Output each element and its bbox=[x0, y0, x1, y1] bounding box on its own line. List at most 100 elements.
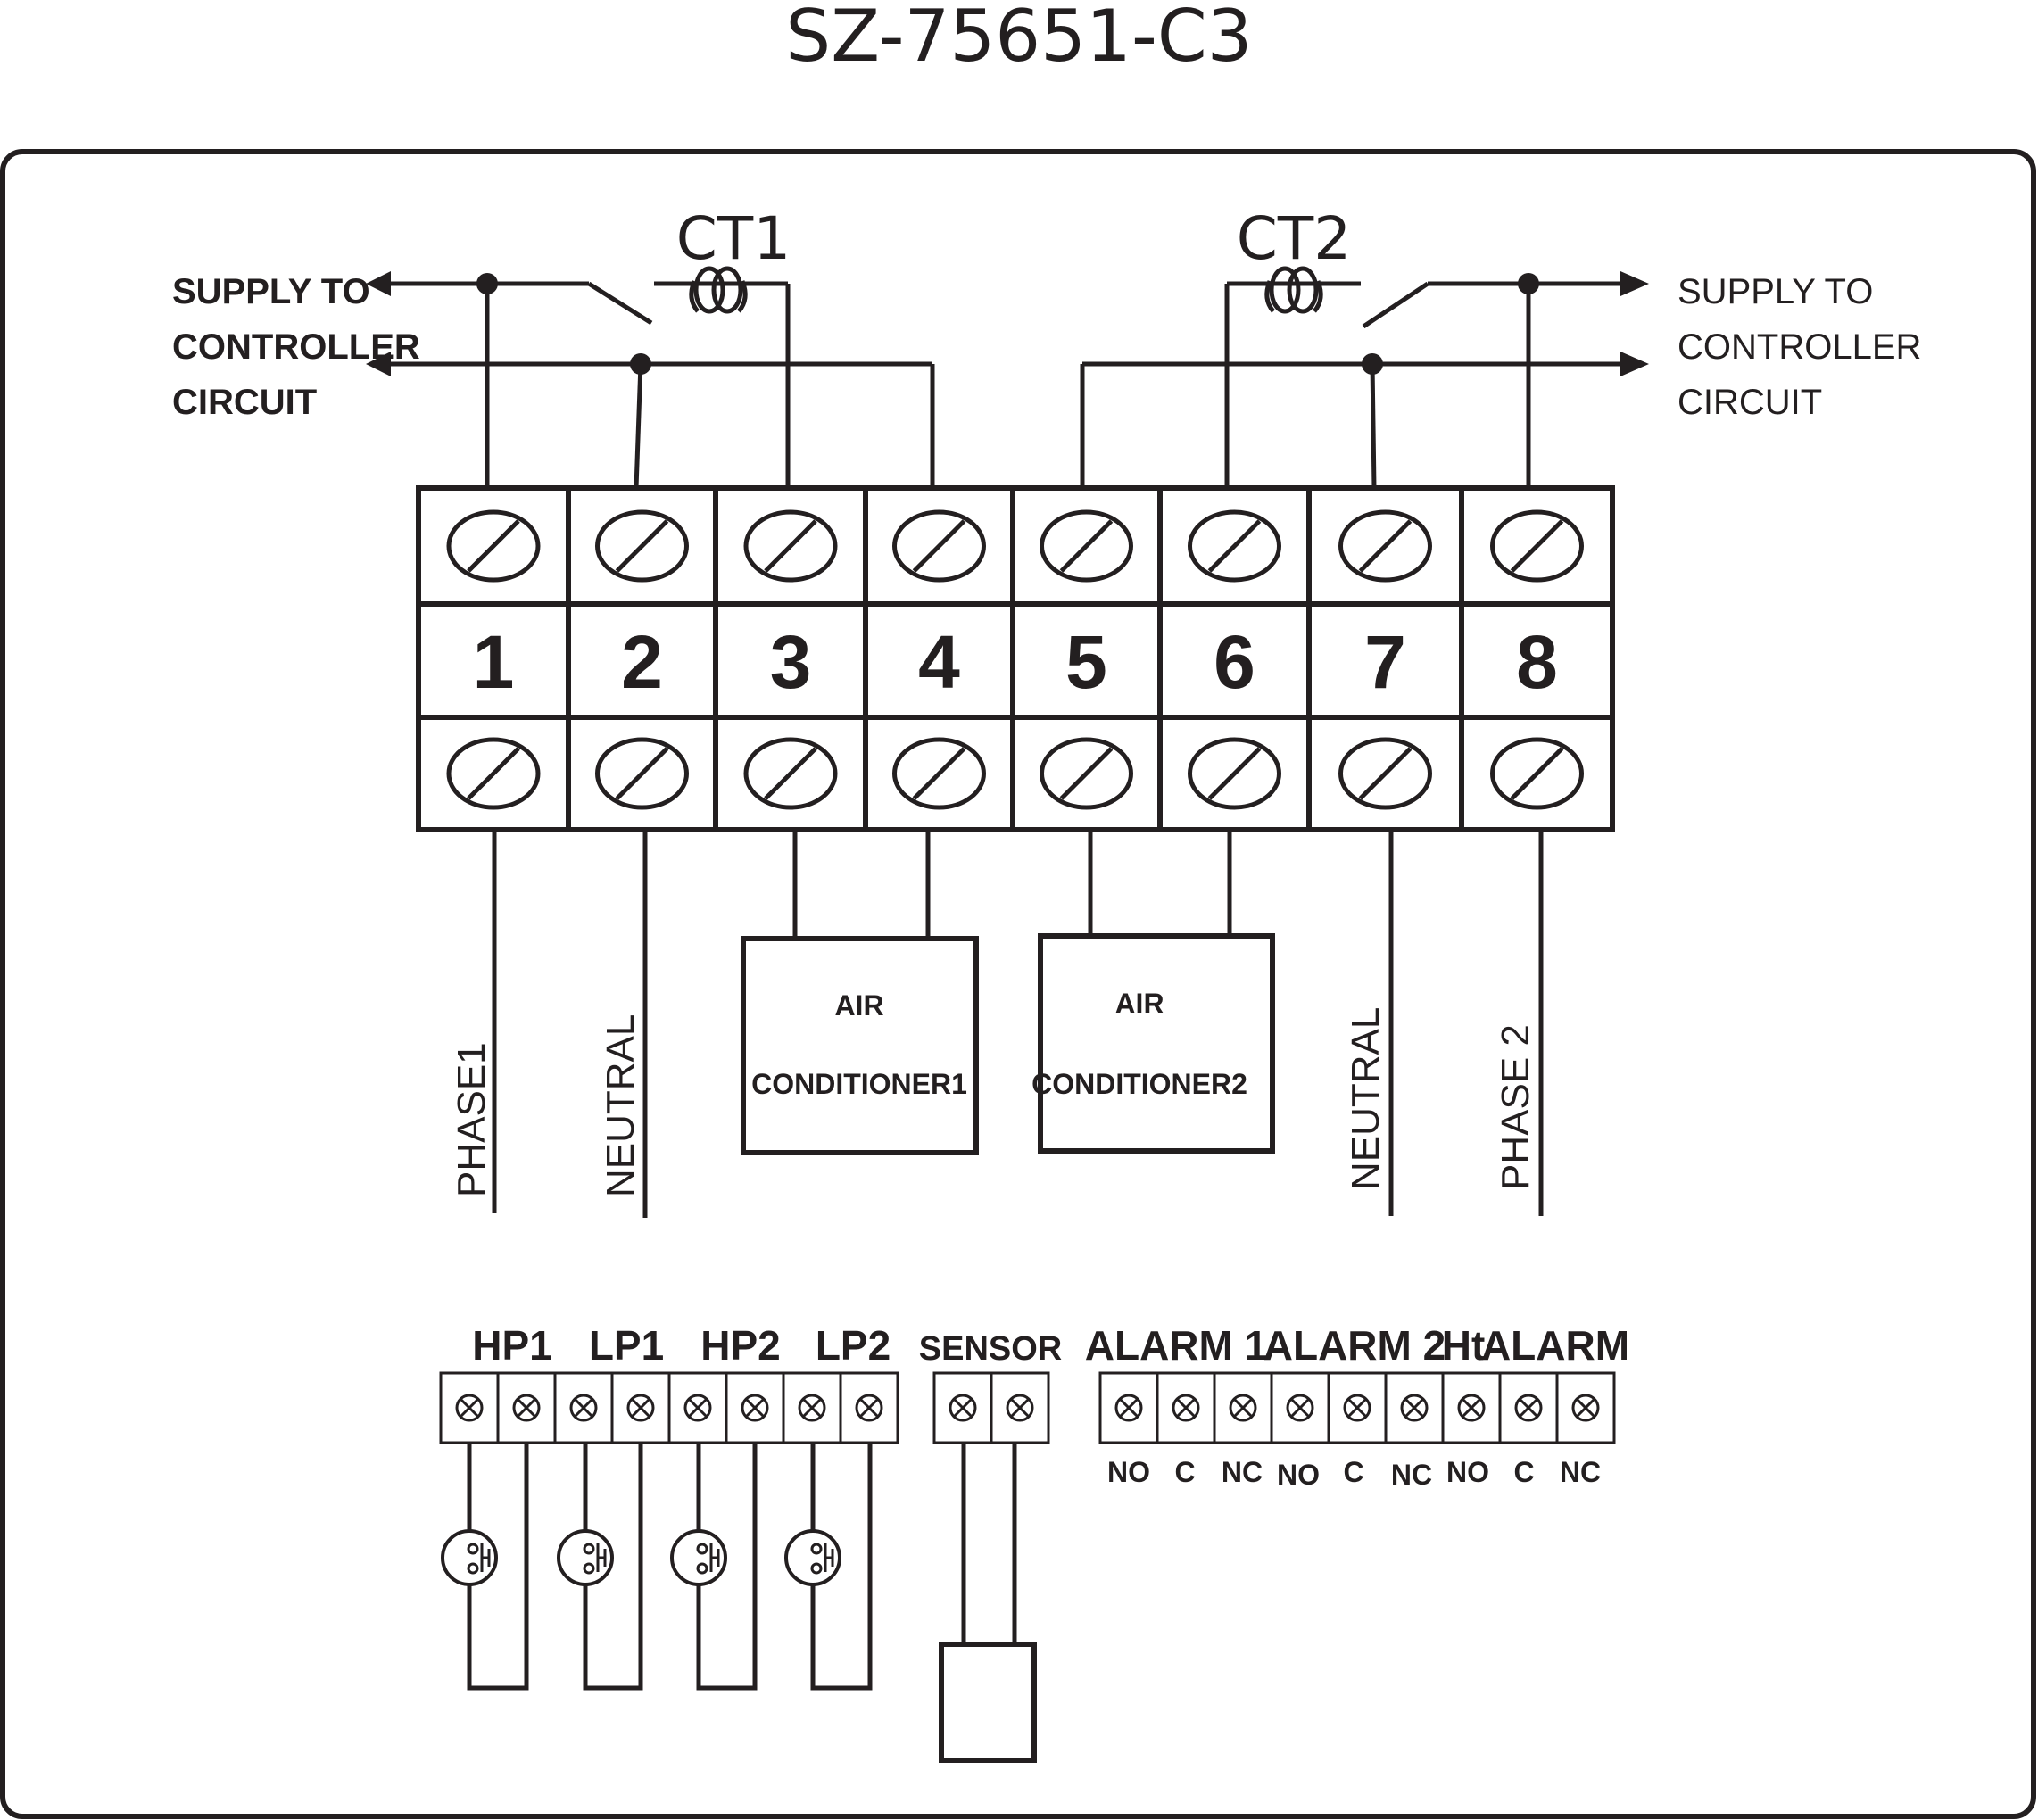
alarm-contact-label: NO bbox=[1277, 1459, 1320, 1491]
alarm-contact-label: NC bbox=[1560, 1456, 1601, 1488]
terminal-screw-icon[interactable] bbox=[1514, 1394, 1543, 1422]
air-conditioner-1: AIR CONDITIONER1 bbox=[741, 936, 979, 1155]
alarm-contact-label: NO bbox=[1446, 1456, 1489, 1488]
ct1-label: CT1 bbox=[676, 204, 791, 273]
supply-left-wiring bbox=[366, 271, 935, 489]
terminal-screw-icon[interactable] bbox=[446, 509, 541, 583]
terminal-screw-icon[interactable] bbox=[1338, 509, 1432, 583]
terminal-number: 8 bbox=[1516, 620, 1558, 704]
pressure-switch-2 bbox=[557, 1443, 643, 1691]
ac1-label-line2: CONDITIONER1 bbox=[751, 1068, 967, 1100]
low-voltage-terminal-strips bbox=[439, 1371, 1616, 1444]
terminal-screw-icon[interactable] bbox=[626, 1394, 655, 1422]
pressure-switch-icon bbox=[441, 1529, 498, 1586]
lower-wiring bbox=[492, 830, 1544, 1218]
supply-right-label: SUPPLY TO CONTROLLER CIRCUIT bbox=[1678, 272, 1921, 422]
alarm2-label: ALARM 2 bbox=[1263, 1322, 1446, 1369]
neutral-right-label: NEUTRAL bbox=[1344, 1007, 1388, 1190]
pressure-switch-terminal-strip bbox=[439, 1371, 899, 1444]
ac2-label-line1: AIR bbox=[1114, 988, 1164, 1020]
air-conditioner-2: AIR CONDITIONER2 bbox=[1031, 933, 1275, 1154]
terminal-screw-icon[interactable] bbox=[743, 509, 838, 583]
terminal-screw-icon[interactable] bbox=[1188, 509, 1281, 583]
pressure-switch-icon bbox=[557, 1529, 614, 1586]
supply-right-line3: CIRCUIT bbox=[1678, 383, 1822, 422]
supply-right-line2: CONTROLLER bbox=[1678, 327, 1921, 367]
terminal-screw-icon[interactable] bbox=[1040, 737, 1133, 810]
terminal-screw-icon[interactable] bbox=[1040, 509, 1133, 583]
hp1-label: HP1 bbox=[472, 1322, 551, 1369]
sensor-probe bbox=[939, 1443, 1037, 1763]
lp2-label: LP2 bbox=[816, 1322, 891, 1369]
terminal-screw-icon[interactable] bbox=[1229, 1394, 1257, 1422]
alarm-contact-label: C bbox=[1174, 1456, 1195, 1488]
ct2-label: CT2 bbox=[1237, 204, 1351, 273]
ct1-coil-symbol bbox=[689, 266, 748, 314]
alarm-contact-labels: NO C NC NO C NC NO C NC bbox=[1107, 1456, 1601, 1491]
terminal-screw-icon[interactable] bbox=[1343, 1394, 1371, 1422]
panel-frame bbox=[0, 149, 2036, 1819]
alarm-ht-label: ALARM bbox=[1481, 1322, 1629, 1369]
alarm-contact-label: NO bbox=[1107, 1456, 1150, 1488]
terminal-screw-icon[interactable] bbox=[743, 737, 838, 810]
terminal-screw-icon[interactable] bbox=[1114, 1394, 1143, 1422]
ht-label: Ht bbox=[1442, 1322, 1486, 1369]
terminal-screw-icon[interactable] bbox=[1338, 737, 1432, 810]
terminal-number: 6 bbox=[1214, 620, 1255, 704]
terminal-screw-icon[interactable] bbox=[569, 1394, 598, 1422]
terminal-screw-icon[interactable] bbox=[1400, 1394, 1429, 1422]
terminal-screw-icon[interactable] bbox=[855, 1394, 883, 1422]
terminal-number: 3 bbox=[770, 620, 812, 704]
terminal-number: 5 bbox=[1065, 620, 1107, 704]
terminal-screw-icon[interactable] bbox=[1490, 509, 1584, 583]
terminal-screw-icon[interactable] bbox=[512, 1394, 541, 1422]
terminal-screw-icon[interactable] bbox=[595, 509, 689, 583]
alarm-contact-label: C bbox=[1513, 1456, 1534, 1488]
terminal-screw-icon[interactable] bbox=[1188, 737, 1281, 810]
terminal-number: 2 bbox=[621, 620, 663, 704]
terminal-screw-icon[interactable] bbox=[1006, 1394, 1034, 1422]
terminal-screw-icon[interactable] bbox=[741, 1394, 769, 1422]
ac2-label-line2: CONDITIONER2 bbox=[1031, 1068, 1247, 1100]
neutral-left-label: NEUTRAL bbox=[599, 1014, 642, 1197]
terminal-screw-icon[interactable] bbox=[798, 1394, 826, 1422]
sensor-terminal-strip bbox=[932, 1371, 1050, 1444]
pressure-switch-1 bbox=[441, 1443, 529, 1691]
pressure-switches bbox=[441, 1443, 873, 1691]
supply-right-line1: SUPPLY TO bbox=[1678, 272, 1873, 311]
terminal-number: 4 bbox=[918, 620, 960, 704]
pressure-switch-4 bbox=[784, 1443, 873, 1691]
terminal-number: 1 bbox=[473, 620, 515, 704]
terminal-screw-icon[interactable] bbox=[1457, 1394, 1486, 1422]
supply-right-wiring bbox=[1080, 271, 1649, 489]
supply-left-label: SUPPLY TO CONTROLLER CIRCUIT bbox=[172, 272, 420, 422]
supply-left-line3: CIRCUIT bbox=[172, 383, 317, 422]
terminal-number: 7 bbox=[1364, 620, 1406, 704]
terminal-screw-icon[interactable] bbox=[1490, 737, 1584, 810]
phase2-label: PHASE 2 bbox=[1494, 1024, 1537, 1190]
terminal-screw-icon[interactable] bbox=[455, 1394, 484, 1422]
alarm-contact-label: C bbox=[1343, 1456, 1363, 1488]
terminal-screw-icon[interactable] bbox=[949, 1394, 977, 1422]
supply-left-line1: SUPPLY TO bbox=[172, 272, 370, 311]
pressure-switch-icon bbox=[670, 1529, 727, 1586]
alarm-contact-label: NC bbox=[1222, 1456, 1263, 1488]
alarm-terminal-strip bbox=[1098, 1371, 1616, 1444]
pressure-switch-icon bbox=[784, 1529, 841, 1586]
hp2-label: HP2 bbox=[700, 1322, 780, 1369]
phase1-label: PHASE1 bbox=[450, 1042, 493, 1197]
terminal-screw-icon[interactable] bbox=[595, 737, 689, 810]
ac1-label-line1: AIR bbox=[834, 989, 883, 1022]
alarm1-label: ALARM 1 bbox=[1085, 1322, 1267, 1369]
ct2-coil-symbol bbox=[1264, 266, 1323, 314]
terminal-screw-icon[interactable] bbox=[683, 1394, 712, 1422]
lp1-label: LP1 bbox=[589, 1322, 664, 1369]
terminal-screw-icon[interactable] bbox=[1286, 1394, 1314, 1422]
terminal-screw-icon[interactable] bbox=[892, 737, 986, 810]
terminal-screw-icon[interactable] bbox=[1172, 1394, 1200, 1422]
terminal-screw-icon[interactable] bbox=[892, 509, 986, 583]
alarm-contact-label: NC bbox=[1391, 1459, 1432, 1491]
terminal-screw-icon[interactable] bbox=[446, 737, 541, 810]
terminal-screw-icon[interactable] bbox=[1571, 1394, 1600, 1422]
